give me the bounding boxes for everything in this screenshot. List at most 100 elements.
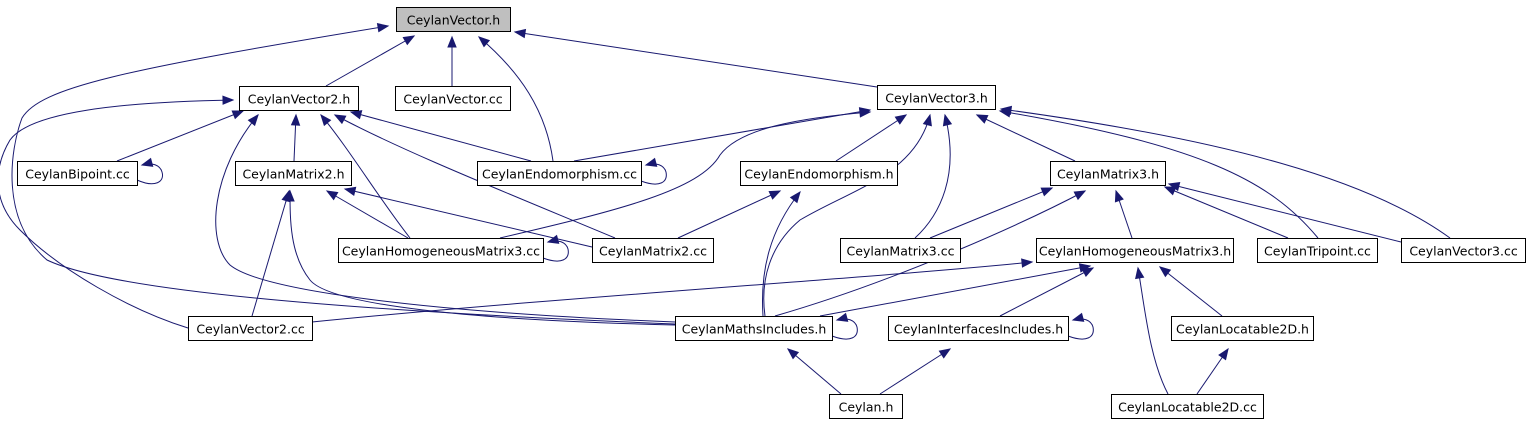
node-ceylanmatrix2-cc[interactable]: CeylanMatrix2.cc <box>592 238 714 263</box>
edge-line <box>215 114 676 323</box>
node-box <box>829 394 903 419</box>
edge-line <box>326 190 409 239</box>
arrowhead <box>975 114 989 124</box>
node-ceylanmatrix3-cc[interactable]: CeylanMatrix3.cc <box>840 238 961 263</box>
node-label: CeylanVector.h <box>407 13 500 28</box>
node-box <box>840 238 961 263</box>
edge-line <box>573 109 871 162</box>
node-label: CeylanVector3.cc <box>1409 244 1518 259</box>
node-ceylanmathsincludes-h[interactable]: CeylanMathsIncludes.h <box>675 316 833 341</box>
node-ceylanmatrix3-h[interactable]: CeylanMatrix3.h <box>1050 161 1166 186</box>
node-ceylanvector-cc[interactable]: CeylanVector.cc <box>395 86 511 111</box>
node-box <box>1171 316 1314 341</box>
arrowhead <box>835 312 849 322</box>
node-ceylanhomogeneousmatrix3-h[interactable]: CeylanHomogeneousMatrix3.h <box>1036 238 1234 263</box>
node-box <box>675 316 833 341</box>
node-ceylanendomorphism-h[interactable]: CeylanEndomorphism.h <box>740 161 898 186</box>
node-ceylantripoint-cc[interactable]: CeylanTripoint.cc <box>1257 238 1378 263</box>
arrowhead <box>786 348 800 360</box>
edge-ceylanmatrix2-h-to-ceylanvector2-h <box>290 113 301 162</box>
edge-ceylanvector2-h-to-ceylanvector-h <box>325 35 416 87</box>
edge-line <box>914 114 951 239</box>
arrowhead <box>768 190 782 200</box>
arrowhead <box>1071 312 1085 322</box>
node-ceylanlocatable2d-h[interactable]: CeylanLocatable2D.h <box>1171 316 1314 341</box>
node-ceylanvector2-h[interactable]: CeylanVector2.h <box>239 86 359 111</box>
edge-line <box>344 188 593 248</box>
node-box <box>1036 238 1234 263</box>
node-box <box>740 161 898 186</box>
edge-line <box>999 267 1094 317</box>
edge-ceylanvector2-cc-to-ceylanvector2-h <box>0 95 235 329</box>
node-ceylanhomogeneousmatrix3-cc[interactable]: CeylanHomogeneousMatrix3.cc <box>338 238 544 263</box>
arrowhead <box>1218 347 1229 361</box>
edge-ceylanendomorphism-cc-to-ceylanendomorphism-cc <box>640 157 667 185</box>
node-ceylanendomorphism-cc[interactable]: CeylanEndomorphism.cc <box>477 161 642 186</box>
arrowhead <box>447 35 457 48</box>
edge-ceylanendomorphism-cc-to-ceylanvector2-h <box>349 110 532 162</box>
edge-ceylanmathsincludes-h-to-ceylanmatrix2-h <box>285 189 676 326</box>
node-box <box>338 238 544 263</box>
arrowhead <box>922 113 932 127</box>
node-label: CeylanHomogeneousMatrix3.cc <box>342 244 540 259</box>
edge-ceylanbipoint-cc-to-ceylanbipoint-cc <box>136 157 164 185</box>
edge-ceylanvector3-cc-to-ceylanvector3-h <box>999 105 1451 239</box>
arrowhead <box>894 114 908 125</box>
node-ceylanbipoint-cc[interactable]: CeylanBipoint.cc <box>17 161 138 186</box>
edge-line <box>929 187 1053 239</box>
edge-line <box>116 110 244 162</box>
node-ceylaninterfacesincludes-h[interactable]: CeylanInterfacesIncludes.h <box>888 316 1069 341</box>
node-label: CeylanVector2.h <box>248 92 351 107</box>
edge-ceylanlocatable2d-cc-to-ceylanhomogeneousmatrix3-h <box>1135 266 1169 395</box>
edge-ceylanmathsincludes-h-to-ceylanvector-h <box>11 23 676 325</box>
edge-ceylanlocatable2d-cc-to-ceylanlocatable2d-h <box>1196 347 1229 395</box>
edge-ceylanendomorphism-cc-to-ceylanvector-h <box>477 36 554 162</box>
node-box <box>1257 238 1378 263</box>
node-label: CeylanEndomorphism.cc <box>482 167 637 182</box>
arrowhead <box>1040 187 1054 197</box>
arrowhead <box>343 186 357 197</box>
arrowhead <box>1021 258 1034 268</box>
node-ceylanvector-h[interactable]: CeylanVector.h <box>396 7 511 32</box>
edge-ceylanhomogeneousmatrix3-cc-to-ceylanvector3-h <box>499 108 872 239</box>
arrowhead <box>1073 190 1087 201</box>
edge-ceylanlocatable2d-h-to-ceylanhomogeneousmatrix3-h <box>1158 266 1223 317</box>
edge-ceylanmathsincludes-h-to-ceylanvector3-h <box>763 113 932 317</box>
node-box <box>1401 238 1526 263</box>
edge-ceylanmathsincludes-h-to-ceylanendomorphism-h <box>762 190 801 317</box>
node-label: CeylanMatrix2.h <box>242 167 344 182</box>
edge-line <box>1159 266 1223 317</box>
node-ceylan-h[interactable]: Ceylan.h <box>829 394 903 419</box>
arrowhead <box>349 110 363 120</box>
node-label: CeylanMatrix3.h <box>1057 167 1159 182</box>
edge-ceylanmatrix2-cc-to-ceylanvector2-h <box>333 114 616 239</box>
node-ceylanvector3-h[interactable]: CeylanVector3.h <box>877 85 996 110</box>
node-label: CeylanLocatable2D.cc <box>1118 400 1257 415</box>
node-label: CeylanMatrix2.cc <box>599 244 707 259</box>
edge-line <box>325 35 415 87</box>
edge-ceylanmatrix2-cc-to-ceylanmatrix2-h <box>343 186 593 248</box>
edge-line <box>1000 108 1451 239</box>
node-label: CeylanVector.cc <box>403 92 502 107</box>
edge-line <box>136 163 164 185</box>
edge-line <box>542 240 569 262</box>
node-ceylanlocatable2d-cc[interactable]: CeylanLocatable2D.cc <box>1111 394 1264 419</box>
node-box <box>1111 394 1264 419</box>
arrowhead <box>1081 267 1095 278</box>
node-ceylanmatrix2-h[interactable]: CeylanMatrix2.h <box>235 161 352 186</box>
node-box <box>888 316 1069 341</box>
edge-line <box>334 114 616 239</box>
node-label: CeylanBipoint.cc <box>25 167 130 182</box>
node-box <box>877 85 996 110</box>
edge-ceylanbipoint-cc-to-ceylanvector2-h <box>116 110 245 162</box>
node-box <box>396 7 511 32</box>
node-ceylanvector2-cc[interactable]: CeylanVector2.cc <box>188 316 313 341</box>
arrowhead <box>1163 186 1177 196</box>
edge-line <box>1168 183 1402 243</box>
edge-line <box>320 114 411 239</box>
node-box <box>395 86 511 111</box>
node-box <box>477 161 642 186</box>
node-ceylanvector3-cc[interactable]: CeylanVector3.cc <box>1401 238 1526 263</box>
